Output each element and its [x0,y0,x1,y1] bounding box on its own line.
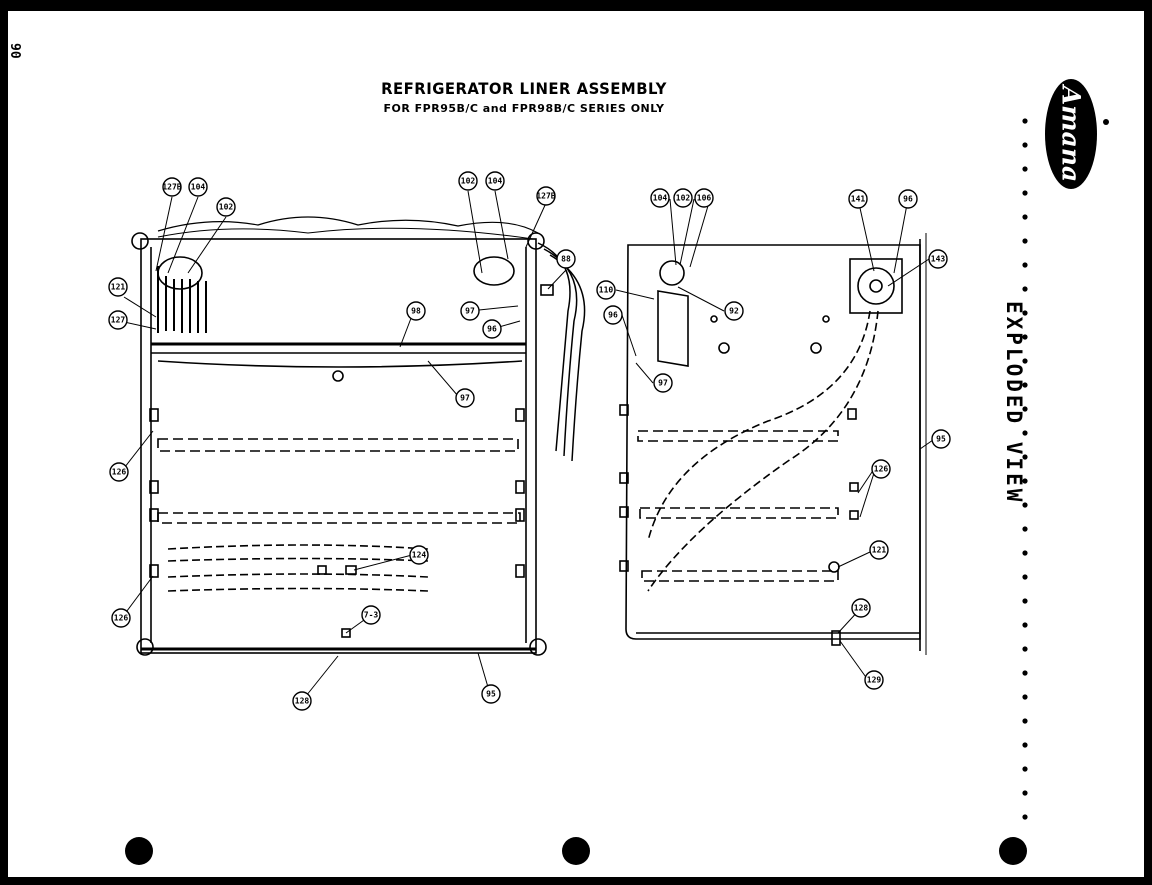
callout-88-left: 88 [556,249,576,269]
svg-text:95: 95 [936,435,946,444]
callout-102-right: 102 [673,188,693,208]
svg-text:96: 96 [608,311,618,320]
callout-126-left-upper: 126 [109,462,129,482]
callout-104-left-top: 104 [485,171,505,191]
svg-text:96: 96 [903,195,913,204]
svg-text:102: 102 [461,177,476,186]
callout-127-left: 127 [108,310,128,330]
right-liner-side-view [619,233,927,655]
callout-97-left: 97 [455,388,475,408]
callout-129-right: 129 [864,670,884,690]
svg-text:97: 97 [658,379,668,388]
callout-7-3-left: 7-3 [361,605,381,625]
callout-95-right: 95 [931,429,951,449]
svg-text:121: 121 [111,283,126,292]
callout-106-right: 106 [694,188,714,208]
callout-96-right-top: 96 [898,189,918,209]
svg-text:128: 128 [295,697,310,706]
leader-lines [120,190,934,702]
binder-hole-right [999,837,1027,865]
callout-126-right: 126 [871,459,891,479]
callout-128-left: 128 [292,691,312,711]
svg-text:110: 110 [599,286,614,295]
svg-text:127B: 127B [536,192,555,201]
callout-126-left-lower: 126 [111,608,131,628]
callout-95-left: 95 [481,684,501,704]
svg-text:104: 104 [191,183,206,192]
binder-hole-left [125,837,153,865]
callout-121-left: 121 [108,277,128,297]
svg-text:102: 102 [219,203,234,212]
callout-104-right: 104 [650,188,670,208]
svg-text:124: 124 [412,551,427,560]
callout-143-right: 143 [928,249,948,269]
svg-text:127B: 127B [162,183,181,192]
svg-text:126: 126 [114,614,129,623]
svg-text:7-3: 7-3 [364,611,379,620]
svg-text:95: 95 [486,690,496,699]
svg-text:121: 121 [872,546,887,555]
parts-diagram-page: 90 REFRIGERATOR LINER ASSEMBLY FOR FPR95… [8,11,1144,877]
callout-97-left-top: 97 [460,301,480,321]
callout-104-left: 104 [188,177,208,197]
svg-text:126: 126 [874,465,889,474]
svg-text:96: 96 [487,325,497,334]
svg-text:97: 97 [460,394,470,403]
callout-127b-left-top: 127B [536,186,556,206]
callout-98-left: 98 [406,301,426,321]
svg-text:143: 143 [931,255,946,264]
svg-text:141: 141 [851,195,866,204]
svg-text:128: 128 [854,604,869,613]
svg-text:102: 102 [676,194,691,203]
callout-92-right: 92 [724,301,744,321]
callout-102-left: 102 [216,197,236,217]
left-liner-frame [131,216,586,656]
svg-text:129: 129 [867,676,882,685]
callout-102-left-top: 102 [458,171,478,191]
svg-text:88: 88 [561,255,571,264]
callout-121-right: 121 [869,540,889,560]
svg-text:92: 92 [729,307,739,316]
svg-text:126: 126 [112,468,127,477]
callout-96-left: 96 [482,319,502,339]
svg-text:106: 106 [697,194,712,203]
svg-text:104: 104 [653,194,668,203]
callout-97-right: 97 [653,373,673,393]
callout-124-left: 124 [409,545,429,565]
callout-128-right: 128 [851,598,871,618]
callout-141-right: 141 [848,189,868,209]
diagram-subtitle: FOR FPR95B/C and FPR98B/C SERIES ONLY [383,102,665,115]
svg-text:127: 127 [111,316,126,325]
diagram-title: REFRIGERATOR LINER ASSEMBLY [381,79,667,98]
amana-logo: Amana [1045,79,1097,189]
svg-text:98: 98 [411,307,421,316]
callout-96-right: 96 [603,305,623,325]
liner-assembly-drawing: 127B 104 102 121 127 102 104 127B 88 97 … [108,118,1109,820]
binder-hole-center [562,837,590,865]
callout-127b-left: 127B [162,177,182,197]
svg-text:97: 97 [465,307,475,316]
svg-text:104: 104 [488,177,503,186]
perforation-dots [1022,118,1109,820]
callout-110-right: 110 [596,280,616,300]
